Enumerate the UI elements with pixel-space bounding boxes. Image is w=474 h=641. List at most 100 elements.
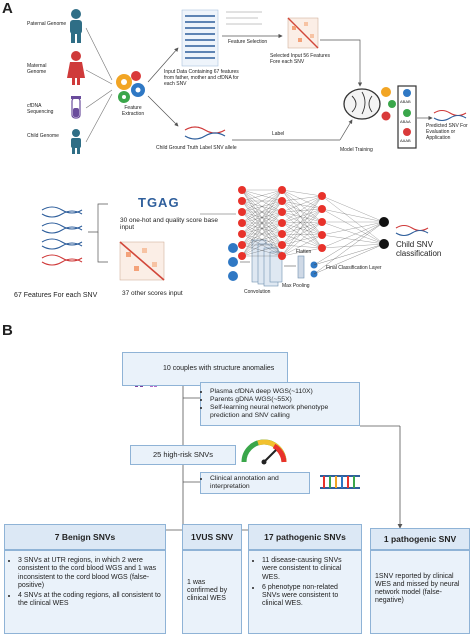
network-edge [281,233,323,249]
child-label: Child Genome [27,133,59,139]
hidden-neuron [318,205,326,213]
network-edge [281,221,323,224]
network-edge [241,200,283,257]
paternal-label: Paternal Genome [27,21,67,27]
missed-pathogenic-item: 1SNV reported by clinical WES and missed… [375,573,460,605]
flatten-label: Flatten [296,249,312,255]
hidden-neuron [238,208,246,216]
pathogenic-body: 11 disease-causing SNVs were consistent … [248,550,362,634]
missed-pathogenic-header: 1 pathogenic SNV [370,528,470,550]
network-edge [281,208,323,235]
network-edge [281,195,323,202]
hidden-neuron [318,218,326,226]
onehot-label: 30 one-hot and quality score base input [120,217,218,232]
network-edge [281,234,323,257]
features-dna-stack-icon [41,206,83,266]
other-scores-heatmap-image [119,241,165,281]
hidden-neuron [318,231,326,239]
pathogenic-item: 11 disease-causing SNVs were consistent … [262,557,357,582]
max-pooling-label: Max Pooling [282,283,310,289]
couples-text: 10 couples with structure anomalies [163,365,275,372]
network-nodes [238,186,389,260]
network-edge [281,233,323,236]
child-person-icon [71,129,81,154]
pathogenic-item: 6 phenotype non-related SNVs were consis… [262,584,357,609]
network-edge [321,195,385,245]
network-edge [281,200,323,249]
hidden-neuron [318,192,326,200]
network-edge [281,208,323,213]
stack-label-2: ABAA [400,119,411,124]
output-neuron [379,239,389,249]
benign-body: 3 SNVs at UTR regions, in which 2 were c… [4,550,166,634]
network-edge [281,211,323,223]
network-edge [241,189,283,235]
predicted-dna-icon [433,109,467,122]
network-edge [281,195,323,246]
model-training-label: Model Training [340,147,373,153]
couples-box: 10 couples with structure anomalies [122,352,288,386]
other-scores-label: 37 other scores input [122,290,183,297]
stack-label-3: AAAB [400,138,411,143]
cfdna-label: cfDNA Sequencing [27,103,54,115]
network-edge [241,189,283,202]
output-neuron [379,217,389,227]
brain-icon [343,87,396,121]
network-edge [281,189,323,249]
hidden-neuron [238,219,246,227]
network-edge [313,221,385,266]
annotation-item: Clinical annotation and interpretation [210,475,309,491]
network-edge [241,189,283,213]
network-edge [281,195,323,257]
hidden-neuron [278,219,286,227]
network-edges [241,189,385,275]
network-edge [321,221,385,236]
benign-item: 4 SNVs at the coding regions, all consis… [18,592,161,609]
model-stack-box [397,85,417,149]
network-edge [241,189,283,257]
convolution-label: Convolution [244,289,271,295]
network-edge [313,221,385,275]
hidden-neuron [238,230,246,238]
maternal-label: Maternal Genome [27,63,47,75]
child-snv-label: Child SNV classification [396,240,442,259]
vus-header: 1VUS SNV [182,524,242,550]
network-edge [281,200,323,210]
pathogenic-list: 11 disease-causing SNVs were consistent … [253,557,357,609]
paternal-person-icon [70,9,82,43]
benign-header: 7 Benign SNVs [4,524,166,550]
label-text: Label [272,131,285,137]
panel-a-label: A [2,0,13,17]
network-edge [321,195,385,223]
network-edge [321,234,385,245]
hidden-neuron [238,186,246,194]
risk-gauge-icon [241,439,287,465]
network-edge [281,221,323,257]
ground-truth-dna-icon [184,126,226,140]
network-edge [281,234,323,246]
annotation-list: Clinical annotation and interpretation [201,475,309,491]
network-edge [281,200,323,223]
network-edge [281,195,323,213]
network-edge [241,189,283,224]
panel-b-label: B [2,322,13,339]
method-item: Self-learning neural network phenotype p… [210,404,359,420]
network-edge [281,189,323,197]
feature-extraction-gears-icon [116,71,145,103]
feature-extraction-label: Feature Extraction [121,105,145,117]
sequence-logo-image [136,196,176,214]
final-layer-label: Final Classification Layer [326,265,382,271]
missed-pathogenic-body: 1SNV reported by clinical WES and missed… [370,550,470,634]
network-edge [281,222,323,236]
hidden-neuron [238,241,246,249]
formula-image [226,11,262,25]
network-edge [313,243,385,275]
network-edge [313,243,385,266]
hidden-neuron [278,197,286,205]
annotation-dna-icon [320,475,360,489]
pathogenic-header: 17 pathogenic SNVs [248,524,362,550]
hidden-neuron [278,252,286,260]
network-edge [281,200,323,236]
network-edge [241,189,283,246]
test-tube-icon [71,96,81,119]
